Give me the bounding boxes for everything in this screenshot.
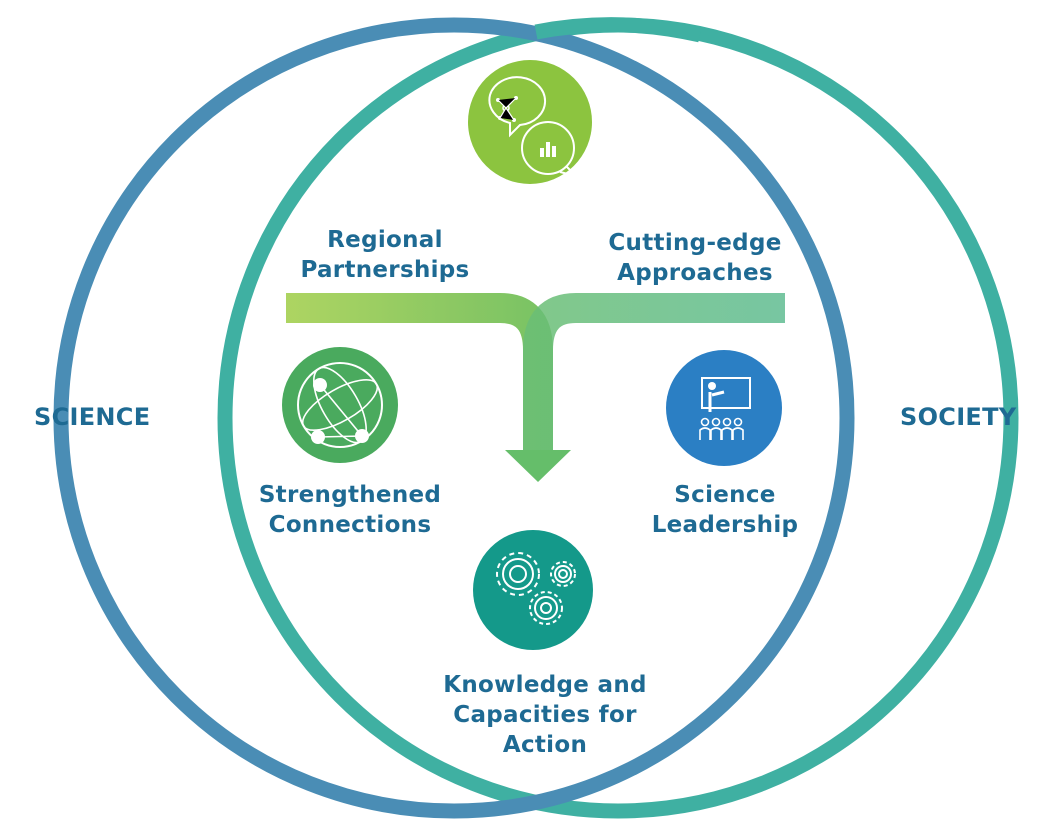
globe-network-icon	[282, 347, 398, 463]
science-leadership-label: Science Leadership	[651, 482, 799, 538]
arrow-right-branch	[523, 293, 785, 455]
knowledge-capacities-label: Knowledge and Capacities for Action	[443, 672, 647, 758]
society-label: SOCIETY	[900, 403, 1017, 431]
gears-icon	[473, 530, 593, 650]
science-circle	[53, 17, 855, 819]
speech-bubbles-icon	[468, 60, 592, 184]
cutting-edge-approaches-label: Cutting-edge Approaches	[608, 230, 782, 286]
regional-partnerships-label: Regional Partnerships	[300, 227, 470, 283]
arrow-head	[505, 450, 571, 482]
society-circle-overlap	[534, 17, 702, 43]
teacher-classroom-icon	[666, 350, 782, 466]
converging-arrow	[286, 293, 785, 482]
strengthened-connections-label: Strengthened Connections	[258, 482, 442, 538]
science-label: SCIENCE	[34, 403, 151, 431]
